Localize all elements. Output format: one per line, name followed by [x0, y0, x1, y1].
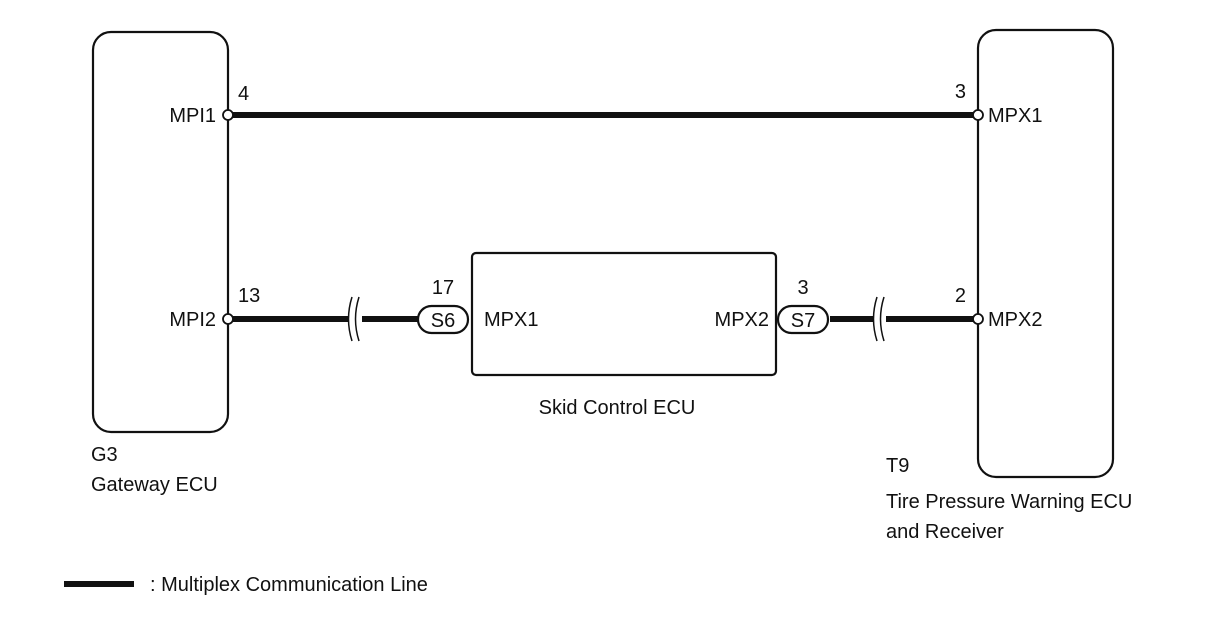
skid-control-ecu-name: Skid Control ECU — [539, 397, 696, 419]
tpms-name-line2: and Receiver — [886, 521, 1004, 543]
legend-label: : Multiplex Communication Line — [150, 574, 428, 596]
gateway-ecu-box — [91, 30, 230, 434]
wire-break-right-icon — [872, 296, 885, 342]
gateway-mpi1-pin-number: 4 — [238, 83, 249, 105]
connector-s7-label: S7 — [791, 310, 815, 332]
gateway-mpi2-label: MPI2 — [169, 309, 216, 331]
gateway-mpi2-pin-number: 13 — [238, 285, 260, 307]
connector-s6-label: S6 — [431, 310, 455, 332]
pin-circle-tpms-mpx2 — [972, 313, 984, 325]
tpms-ecu-box — [976, 28, 1115, 479]
tpms-mpx1-label: MPX1 — [988, 105, 1042, 127]
tpms-mpx2-label: MPX2 — [988, 309, 1042, 331]
gateway-mpi1-label: MPI1 — [169, 105, 216, 127]
connector-s6 — [416, 304, 470, 335]
skid-control-ecu-box — [470, 251, 778, 377]
skid-mpx2-label: MPX2 — [715, 309, 769, 331]
pin-circle-gateway-mpi2 — [222, 313, 234, 325]
pin-circle-gateway-mpi1 — [222, 109, 234, 121]
connector-s7 — [776, 304, 830, 335]
wire-break-left-icon — [347, 296, 360, 342]
gateway-name: Gateway ECU — [91, 474, 218, 496]
tpms-name-line1: Tire Pressure Warning ECU — [886, 491, 1132, 513]
tpms-mpx2-pin-number: 2 — [955, 285, 966, 307]
skid-mpx1-label: MPX1 — [484, 309, 538, 331]
tpms-mpx1-pin-number: 3 — [955, 81, 966, 103]
gateway-code: G3 — [91, 444, 118, 466]
skid-mpx1-pin-number: 17 — [432, 277, 454, 299]
skid-mpx2-pin-number: 3 — [797, 277, 808, 299]
pin-circle-tpms-mpx1 — [972, 109, 984, 121]
tpms-code: T9 — [886, 455, 909, 477]
